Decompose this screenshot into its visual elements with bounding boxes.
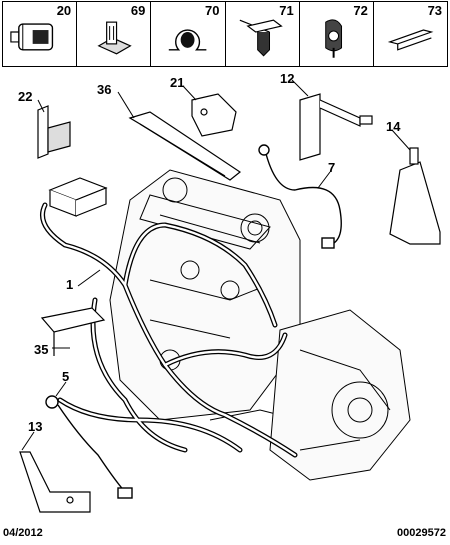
legend-cell-20[interactable]: 20 (3, 2, 78, 66)
legend-cell-71[interactable]: 71 (226, 2, 300, 66)
connector-plug-icon (10, 23, 54, 51)
legend-cell-69[interactable]: 69 (77, 2, 152, 66)
harness-connector-block (48, 177, 108, 217)
footer-code: 00029572 (397, 527, 446, 539)
legend-number: 71 (279, 3, 294, 18)
callout-12: 12 (280, 71, 295, 86)
callout-7: 7 (328, 160, 336, 175)
push-clip-icon (239, 19, 283, 57)
callout-35: 35 (34, 342, 49, 357)
legend-number: 69 (130, 3, 146, 18)
legend-number: 20 (56, 3, 72, 18)
part-13-cable-bracket (19, 451, 91, 513)
parts-legend: 20 69 70 71 72 (2, 1, 448, 67)
flat-clip-icon (387, 29, 434, 51)
gearbox (269, 309, 411, 481)
part-7-sensor-cable (258, 144, 342, 249)
legend-number: 72 (353, 3, 368, 18)
legend-cell-70[interactable]: 70 (151, 2, 226, 66)
callout-22: 22 (18, 89, 33, 104)
part-22-ecu-bracket (37, 105, 71, 159)
callout-5: 5 (62, 369, 70, 384)
pipe-clamp-icon (169, 29, 207, 51)
cable-clip-icon (324, 19, 342, 58)
callout-1: 1 (66, 277, 74, 292)
legend-cell-73[interactable]: 73 (374, 2, 447, 66)
part-12-support-bracket (299, 93, 373, 161)
legend-cell-72[interactable]: 72 (300, 2, 374, 66)
leader-lines (21, 79, 411, 451)
footer-date: 04/2012 (3, 527, 43, 539)
callout-14: 14 (386, 119, 401, 134)
engine-block (109, 169, 301, 421)
callout-21: 21 (170, 75, 185, 90)
part-14-mount-bracket (389, 147, 441, 245)
part-5-sensor-cable (45, 395, 133, 499)
part-36-injector-rail-harness (128, 111, 242, 181)
clip-connector-icon (97, 21, 132, 55)
legend-number: 70 (205, 3, 220, 18)
part-21-bracket-plate (191, 93, 237, 137)
part-35-harness-bracket (40, 307, 106, 356)
callout-13: 13 (28, 419, 43, 434)
callout-36: 36 (97, 82, 112, 97)
legend-number: 73 (427, 3, 443, 18)
